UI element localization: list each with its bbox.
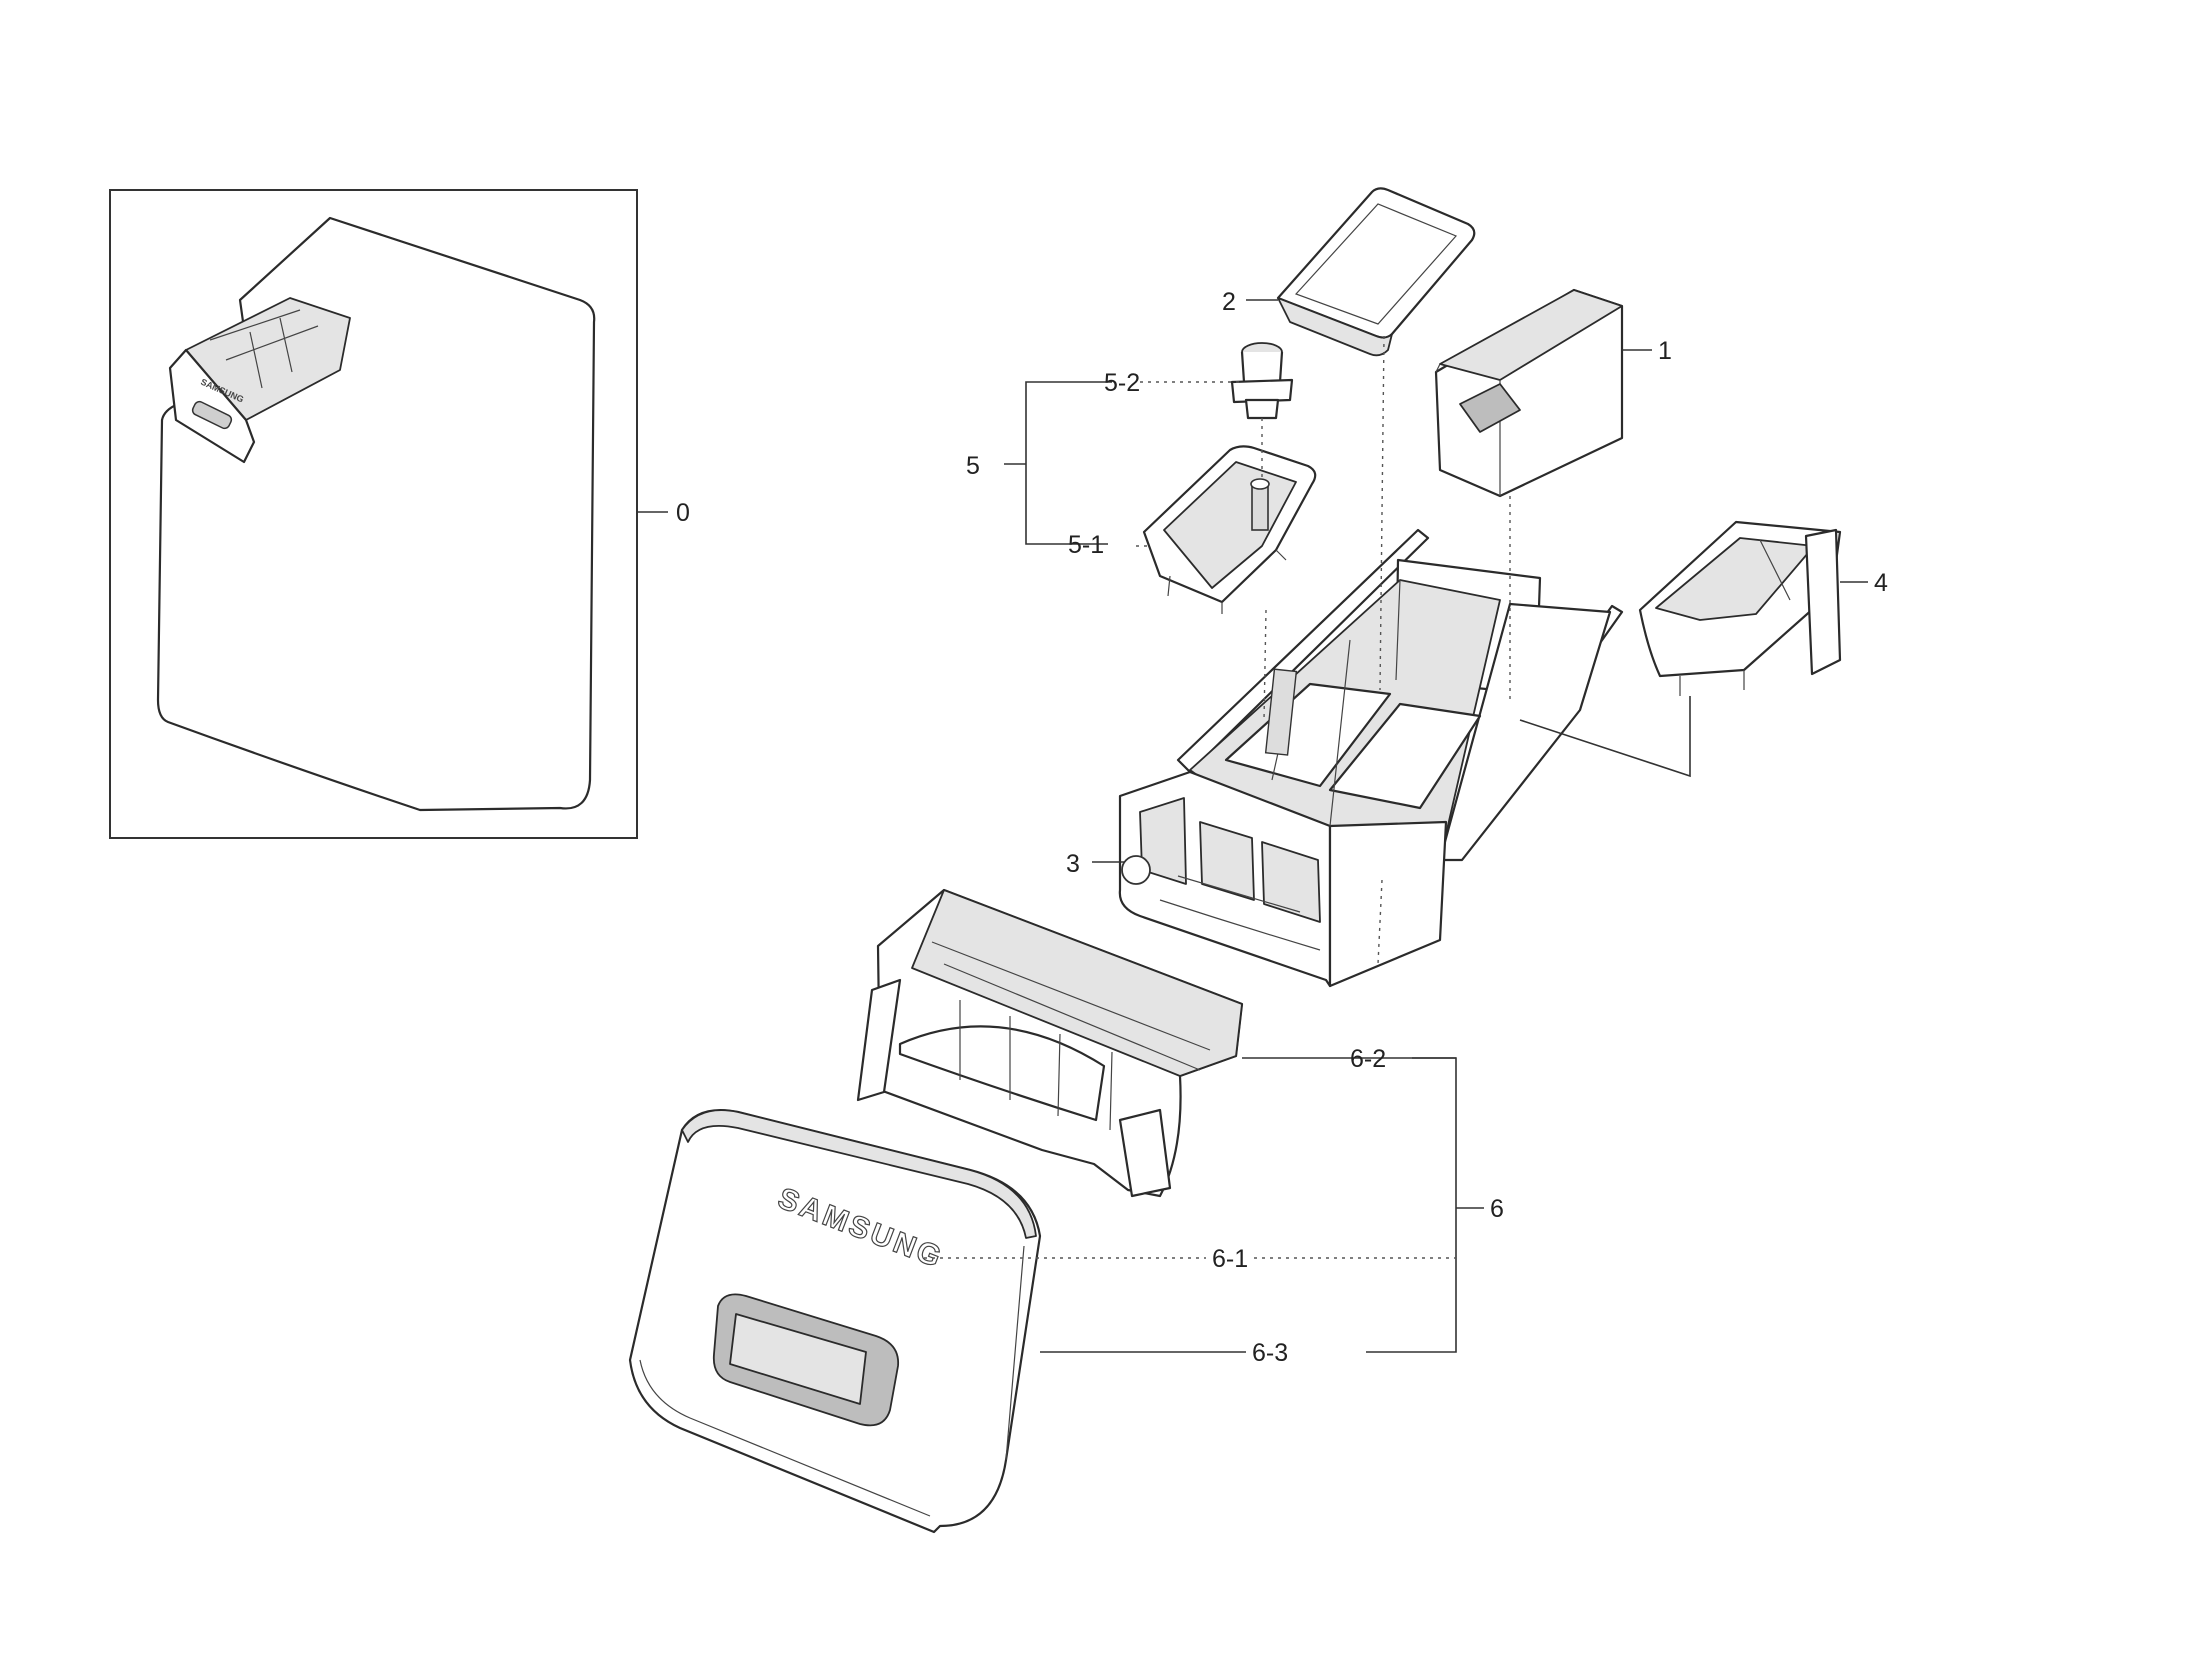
overview-drawer-body [156,216,596,812]
label-5-1: 5-1 [1068,531,1104,559]
label-2: 2 [1222,288,1236,316]
overview-dispenser-front [168,348,256,464]
part-0-overview: SAMSUNG [109,189,638,839]
label-5-2: 5-2 [1104,369,1140,397]
part-2-tray [1276,187,1476,357]
part-5-1-cup [1142,445,1317,614]
label-6-3: 6-3 [1252,1339,1288,1367]
overview-handle [191,400,233,430]
label-6-2: 6-2 [1350,1045,1386,1073]
label-0: 0 [676,499,690,527]
label-3: 3 [1066,850,1080,878]
part-5-2-cap [1230,342,1294,420]
leader-lines [637,299,1868,1353]
part-1-box [1434,288,1624,498]
part-4-side-cup [1638,520,1842,696]
label-6-1: 6-1 [1212,1245,1248,1273]
overview-dispenser-compartments [209,309,319,389]
part-3-housing [1118,528,1624,988]
label-5: 5 [966,452,980,480]
part-6-2-frame [856,888,1244,1198]
label-6: 6 [1490,1195,1504,1223]
label-1: 1 [1658,337,1672,365]
part-labels: 0 1 2 3 4 5 5-1 5-2 6 6-1 6-2 6-3 [676,288,1888,1367]
part-6-1-front-panel: SAMSUNG [628,1109,1042,1534]
label-4: 4 [1874,569,1888,597]
overview-frame [109,189,638,839]
